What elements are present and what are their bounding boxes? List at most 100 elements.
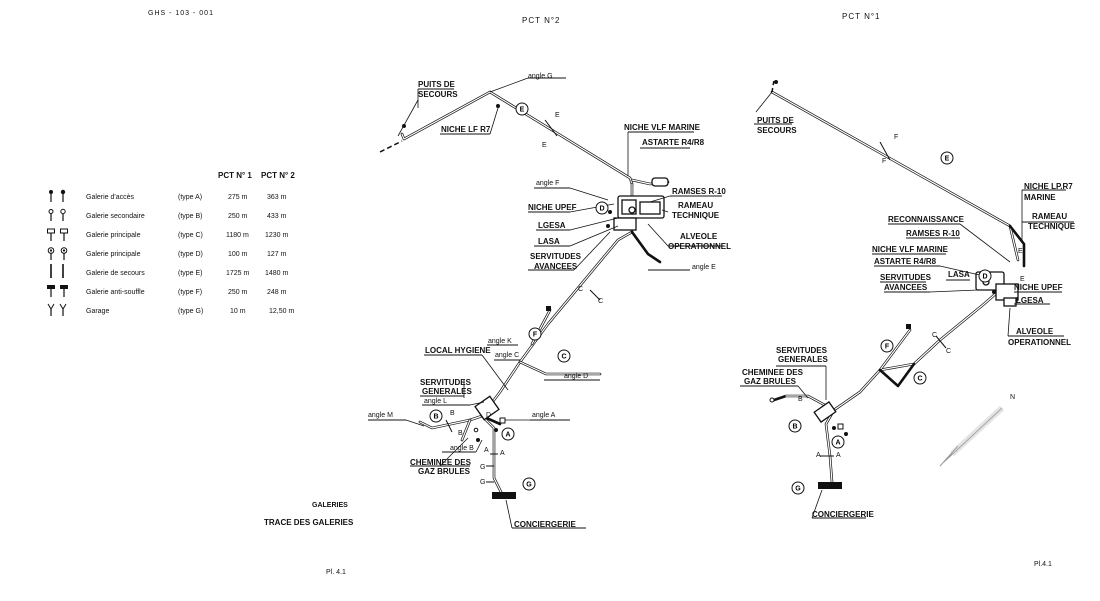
label-avancees: AVANCEES xyxy=(534,262,578,271)
legend-pct1: 275 m xyxy=(228,194,248,201)
label-cheminee-1: CHEMINEE DES xyxy=(410,458,471,467)
label-rameau: RAMEAU xyxy=(678,201,714,210)
label-servitudes: SERVITUDES xyxy=(530,252,581,261)
marker-text: F xyxy=(533,332,538,339)
pct1-servitudes-block xyxy=(813,401,837,423)
legend-col-pct1: PCT N° 1 xyxy=(218,171,252,180)
label-ramses: RAMSES R-10 xyxy=(672,187,726,196)
marker-c: C xyxy=(913,371,927,385)
label-niche-vlf-marine: NICHE VLF MARINE xyxy=(624,123,700,132)
marker-text: G xyxy=(795,486,801,493)
marker-b: B xyxy=(429,409,443,423)
label-e1: E xyxy=(555,112,560,119)
legend-col-pct2: PCT N° 2 xyxy=(261,171,295,180)
marker-text: B xyxy=(433,414,438,421)
label-a1: A xyxy=(816,452,821,459)
legend-pct1: 1725 m xyxy=(226,270,250,277)
legend-pct1: 250 m xyxy=(228,213,248,220)
marker-text: F xyxy=(885,344,890,351)
label-lgesa: LGESA xyxy=(1016,296,1044,305)
label-angle-a: angle A xyxy=(532,412,556,419)
label-puits-de: PUITS DE xyxy=(418,80,455,89)
garage-icon xyxy=(47,303,67,316)
north-arrow-icon xyxy=(939,405,1005,467)
marker-f: F xyxy=(880,339,894,353)
label-niche-lpr7: NICHE LP.R7 xyxy=(1024,182,1073,191)
label-e2: E xyxy=(1020,276,1025,283)
label-technique: TECHNIQUE xyxy=(1028,222,1076,231)
legend-type: (type F) xyxy=(178,289,203,296)
label-angle-b: angle B xyxy=(450,445,474,452)
legend-pct1: 100 m xyxy=(228,251,248,258)
label-conciergerie: CONCIERGERIE xyxy=(812,510,874,519)
legend-type: (type A) xyxy=(178,194,203,201)
galerie-principale-d-icon xyxy=(47,247,68,260)
label-local-hygiene: LOCAL HYGIENE xyxy=(425,346,491,355)
label-ramses: RAMSES R-10 xyxy=(906,229,960,238)
label-servitudes-generales-2: GENERALES xyxy=(422,387,472,396)
marker-text: A xyxy=(505,432,510,439)
label-angle-e: angle E xyxy=(692,264,716,271)
label-astarte: ASTARTE R4/R8 xyxy=(874,257,937,266)
pct2-leaders xyxy=(368,77,724,529)
marker-text: E xyxy=(520,107,525,114)
label-lasa: LASA xyxy=(538,237,560,246)
marker-e: E xyxy=(515,102,529,116)
pct1-gallery-c xyxy=(878,362,916,388)
label-cheminee-1: CHEMINEE DES xyxy=(742,368,803,377)
label-f1: F xyxy=(894,134,899,141)
pct1-galleries xyxy=(770,79,1026,484)
legend-name: Garage xyxy=(86,308,110,315)
label-f2: F xyxy=(882,158,887,165)
label-g2: G xyxy=(480,479,486,486)
label-b2: B xyxy=(458,430,463,437)
pct2-servitudes-block xyxy=(474,395,500,421)
label-angle-g: angle G xyxy=(528,73,553,80)
pct2-technical-block xyxy=(613,177,669,231)
label-operationnel: OPERATIONNEL xyxy=(1008,338,1071,347)
label-angle-c: angle C xyxy=(495,352,520,359)
legend-type: (type D) xyxy=(178,251,203,258)
label-c1: C xyxy=(932,332,938,339)
legend-pct2: 1230 m xyxy=(265,232,289,239)
legend-type: (type C) xyxy=(178,232,203,239)
label-servitudes-generales-1: SERVITUDES xyxy=(420,378,471,387)
legend-pct2: 1480 m xyxy=(265,270,289,277)
legend-name: Galerie principale xyxy=(86,232,141,239)
plate-number-right: Pl.4.1 xyxy=(1034,561,1052,568)
legend-type: (type G) xyxy=(178,308,204,315)
legend-pct2: 12,50 m xyxy=(269,308,295,315)
label-e2: E xyxy=(542,142,547,149)
label-lasa: LASA xyxy=(948,270,970,279)
legend-pct2: 248 m xyxy=(267,289,287,296)
label-d-mark: D xyxy=(486,412,492,419)
label-angle-m: angle M xyxy=(368,412,393,419)
label-b1: B xyxy=(798,396,803,403)
marker-a: A xyxy=(501,427,515,441)
legend-type: (type E) xyxy=(178,270,203,277)
pct2-nodes xyxy=(402,104,612,442)
legend-pct2: 433 m xyxy=(267,213,287,220)
label-angle-l: angle L xyxy=(424,398,447,405)
label-c2: C xyxy=(946,348,952,355)
marker-text: B xyxy=(792,424,797,431)
label-a1: A xyxy=(484,447,489,454)
legend-pct2: 127 m xyxy=(267,251,287,258)
label-conciergerie: CONCIERGERIE xyxy=(514,520,576,529)
plate-number-left: Pl. 4.1 xyxy=(326,569,346,576)
legend-name: Galerie d'accès xyxy=(86,194,135,201)
marker-text: D xyxy=(982,274,987,281)
legend-name: Galerie anti-souffle xyxy=(86,289,145,296)
galerie-secondaire-icon xyxy=(48,208,66,221)
pct1-leaders xyxy=(740,91,1074,519)
pct1-dashed-stub xyxy=(771,79,775,93)
legend-pct1: 10 m xyxy=(230,308,246,315)
label-astarte: ASTARTE R4/R8 xyxy=(642,138,705,147)
label-technique: TECHNIQUE xyxy=(672,211,720,220)
galerie-secours-icon xyxy=(50,264,64,278)
marker-a: A xyxy=(831,435,845,449)
label-b1: B xyxy=(450,410,455,417)
caption-galeries: GALERIES xyxy=(312,502,348,509)
label-alveole: ALVEOLE xyxy=(1016,327,1054,336)
